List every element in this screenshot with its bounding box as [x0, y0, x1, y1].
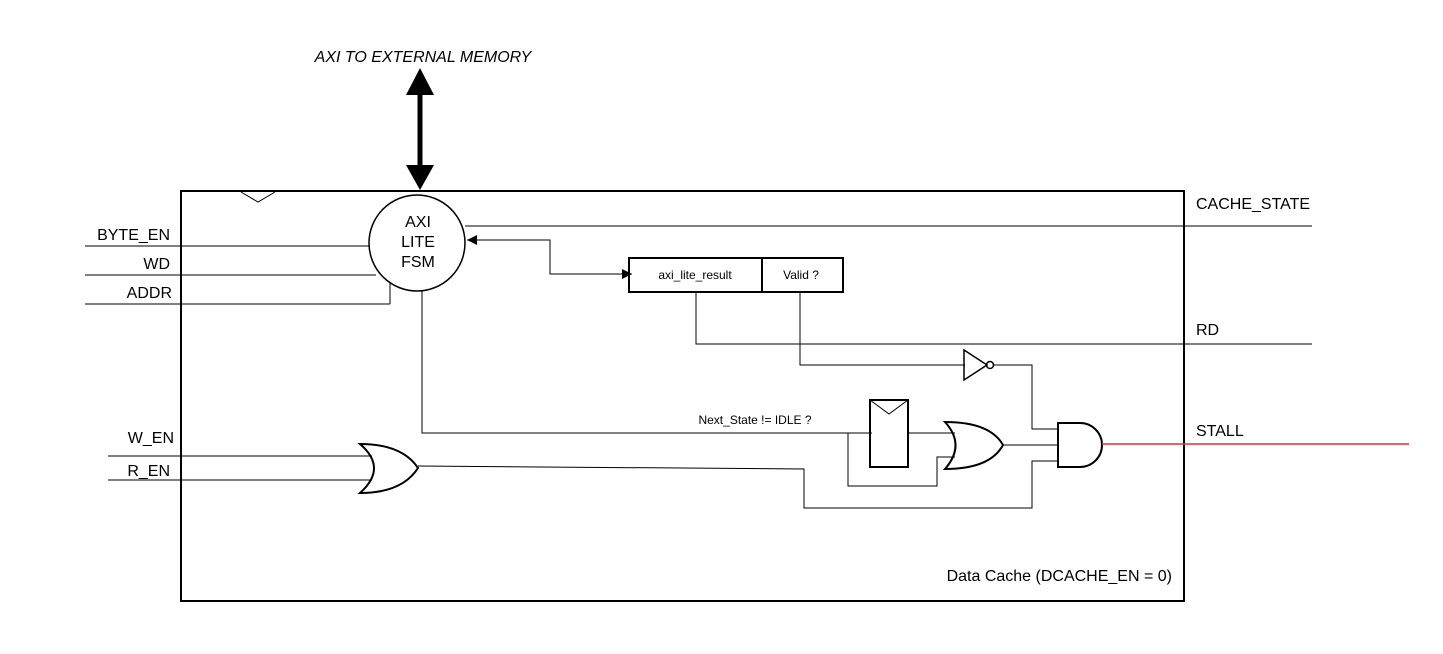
valid-field: Valid ? [783, 268, 819, 282]
axi-lite-fsm [368, 194, 466, 292]
external-bus-label: AXI TO EXTERNAL MEMORY [314, 49, 533, 66]
fsm-label-line1: AXI [405, 214, 431, 231]
data-cache-block [180, 190, 1185, 602]
rd-wire [695, 292, 1312, 345]
addr-label: ADDR [127, 285, 172, 302]
result-register [628, 257, 844, 293]
fsm-label-line2: LITE [401, 234, 435, 251]
or-gate-enable [357, 442, 420, 495]
w-en-label: W_EN [128, 430, 174, 447]
wd-label: WD [143, 256, 170, 273]
r-en-label: R_EN [127, 463, 170, 480]
not-gate [963, 348, 995, 382]
byte-en-label: BYTE_EN [97, 227, 170, 244]
enable-to-and-wire [417, 460, 1058, 509]
valid-wire [799, 292, 965, 366]
input-wires [85, 245, 391, 481]
axi-lite-result-field: axi_lite_result [658, 268, 732, 282]
next-state-wire [421, 291, 872, 434]
next-state-label: Next_State != IDLE ? [698, 413, 811, 427]
axi-bus-arrow [406, 68, 434, 190]
clock-notch [240, 191, 276, 203]
or-gate-state [942, 420, 1005, 471]
fsm-label-line3: FSM [401, 254, 435, 271]
block-caption: Data Cache (DCACHE_EN = 0) [947, 568, 1172, 585]
cache-state-label: CACHE_STATE [1196, 196, 1310, 213]
ff-feedback-wire [847, 433, 955, 487]
and-gate-stall [1057, 422, 1103, 468]
rd-label: RD [1196, 322, 1219, 339]
stall-label: STALL [1196, 423, 1244, 440]
fsm-register-link [467, 235, 632, 279]
state-flip-flop [869, 399, 909, 468]
not-to-and-wire [993, 364, 1058, 430]
